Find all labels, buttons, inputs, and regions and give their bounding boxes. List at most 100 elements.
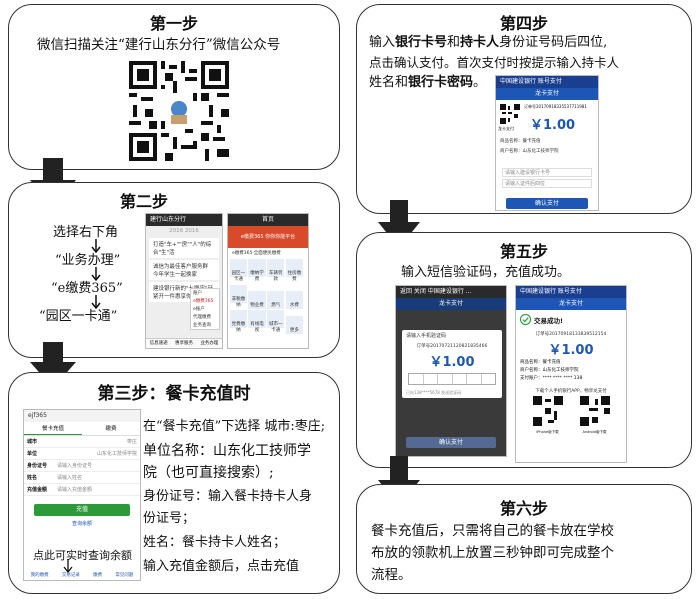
step4-line-1-text: 和 <box>447 35 461 50</box>
home-banner: e缴费365 你你你能平台 <box>228 226 308 248</box>
home-tile[interactable]: 有线电视 <box>248 310 266 333</box>
step4-line-3: 姓名和银行卡密码。 <box>369 73 486 93</box>
step1-qr-code <box>129 61 229 161</box>
form-row[interactable]: 身份证号请输入身份证号 <box>24 460 140 472</box>
small-arrow-down-icon <box>91 239 101 253</box>
balance-query-link[interactable]: 查询余额 <box>71 521 92 527</box>
step4-title: 第四步 <box>499 14 548 33</box>
detail-value: **** **** **** 138 <box>542 376 583 381</box>
form-footer-item[interactable]: 常见问题 <box>115 573 134 578</box>
home-tile[interactable]: 非税缴纳 <box>229 284 247 308</box>
tab-meal-recharge[interactable]: 餐卡充值 <box>24 422 82 435</box>
form-footer-item[interactable]: 交易记录 <box>61 573 80 578</box>
step3-box: 第三步：餐卡充值时 ejf365 餐卡充值 缴费 城市枣庄 单位山东化工技师学院… <box>8 372 340 594</box>
home-notice: e缴费365·全面便民缴费 <box>232 251 281 256</box>
chat-msg-2: 诚信为最佳客户服务群 今年学生一起换家 <box>149 260 219 280</box>
detail-value: 餐卡充值 <box>542 360 561 365</box>
home-tile[interactable]: 水费 <box>285 290 303 309</box>
form-row-value: 枣庄 <box>126 439 137 445</box>
step2-line-1: 选择右下角 <box>53 225 119 240</box>
step4-line-1-text: 输入 <box>369 35 396 50</box>
step4-line-1-bold: 持卡人 <box>460 35 500 50</box>
download-qr-codes: iPhone版下载 Android版下载 <box>516 396 626 435</box>
step6-line-2: 布放的领款机上放置三秒钟即可完成整个 <box>371 545 614 561</box>
step6-box: 第六步 餐卡充值后，只需将自己的餐卡放在学校 布放的领款机上放置三秒钟即可完成整… <box>356 484 692 594</box>
form-row-label: 充值金额 <box>27 487 48 493</box>
step4-line-3-text: 姓名和 <box>369 75 409 90</box>
confirm-pay-button[interactable]: 确认支付 <box>506 198 588 209</box>
chat-bottom-item[interactable]: 信息速递 <box>149 341 168 346</box>
step6-line-3: 流程。 <box>371 567 412 583</box>
home-tile[interactable]: 城市一卡通 <box>267 310 285 333</box>
step3-line-6: 姓名：餐卡持卡人姓名； <box>143 535 287 550</box>
download-prompt: 下载个人手机银行APP，畅享龙支付 <box>535 389 607 394</box>
download-qr-item[interactable]: Android版下载 <box>579 396 610 435</box>
recharge-button[interactable]: 充值 <box>34 504 130 516</box>
pay-merchant-label: 商品名称： <box>500 139 523 144</box>
qr-label: Android版下载 <box>582 430 607 434</box>
tab-payment[interactable]: 缴费 <box>105 426 117 432</box>
step3-line-4: 身份证号：输入餐卡持卡人身 <box>143 489 313 504</box>
back-close-link[interactable]: 返回 关闭 <box>400 288 426 295</box>
form-row[interactable]: 充值金额请输入充值金额 <box>24 484 140 496</box>
chat-menu-item[interactable]: 业务查询 <box>193 323 211 328</box>
qr-code-icon <box>579 396 610 426</box>
sms-code-input[interactable] <box>408 373 496 385</box>
success-amount: ￥1.00 <box>548 343 594 358</box>
home-tile[interactable]: 缴纳学费 <box>248 258 266 282</box>
form-row-value: 山东化工技师学院 <box>96 451 137 457</box>
home-header: 首页 <box>228 214 308 226</box>
form-footer-item[interactable]: 缴费 <box>93 573 103 578</box>
form-footer-item[interactable]: 我的缴费 <box>30 573 49 578</box>
sms-banner: 龙卡支付 <box>396 298 506 310</box>
small-arrow-down-icon <box>91 295 101 309</box>
chat-bottom-menu: 信息速递 惠享服务 业务办理 <box>146 338 222 348</box>
qr-label: iPhone版下载 <box>536 430 559 434</box>
success-order-number: 订单号20170918133839512154 <box>535 332 607 337</box>
home-tile[interactable]: 更多 <box>285 316 303 335</box>
chat-menu-item[interactable]: 代理缴费 <box>193 315 211 320</box>
form-row[interactable]: 单位山东化工技师学院 <box>24 448 140 460</box>
step4-line-3-text: 。 <box>473 75 487 90</box>
id-last4-input[interactable]: 请输入证件后四位 <box>502 179 592 188</box>
pay-order-number: 订单号20170918335537711981 <box>524 104 587 109</box>
qr-code-icon <box>500 104 520 124</box>
success-header: 中国建设银行 账号支付 <box>516 286 626 298</box>
qr-code-icon <box>532 396 563 426</box>
card-number-input[interactable]: 请输入建设银行卡号 <box>502 168 592 177</box>
chat-bottom-item[interactable]: 惠享服务 <box>174 341 193 346</box>
pay-header: 中国建设银行 账号支付 <box>496 76 598 88</box>
chat-bottom-item[interactable]: 业务办理 <box>200 341 219 346</box>
chat-sub: 2016 2016 <box>169 228 199 234</box>
home-tile[interactable]: 党费缴纳 <box>229 310 247 333</box>
step4-line-2: 点击确认支付。首次支付时按提示输入持卡人 <box>369 55 620 70</box>
form-header: ejf365 <box>24 410 140 422</box>
chat-menu-item[interactable]: e缴费365 <box>193 299 214 304</box>
arrow-down-icon <box>378 456 420 506</box>
home-tile[interactable]: 物业费 <box>248 290 266 309</box>
success-banner: 龙卡支付 <box>516 298 626 310</box>
pay-merchant-value: 餐卡充值 <box>522 139 541 144</box>
step5-desc: 输入短信验证码，充值成功。 <box>401 265 571 280</box>
sms-confirm-button[interactable]: 确认支付 <box>406 437 496 448</box>
step6-line-1: 餐卡充值后，只需将自己的餐卡放在学校 <box>371 523 614 539</box>
sms-hint: 已向138****5678 发送验证码 <box>406 390 462 395</box>
home-tile[interactable]: 住房缴费 <box>285 258 303 282</box>
home-tile[interactable]: 园区一卡通 <box>229 258 247 282</box>
step3-annotation: 点此可实时查询余额 <box>33 547 132 563</box>
home-tile[interactable]: 燃气 <box>267 290 285 309</box>
chat-menu-item[interactable]: 账户 <box>193 291 202 296</box>
form-row[interactable]: 姓名请输入姓名 <box>24 472 140 484</box>
download-qr-item[interactable]: iPhone版下载 <box>532 396 563 435</box>
step3-line-2: 单位名称：山东化工技师学 <box>143 443 311 459</box>
chat-menu-item[interactable]: e账户 <box>193 307 205 312</box>
success-status: 交易成功! <box>516 310 626 329</box>
step2-box: 第二步 选择右下角 “业务办理” “e缴费365” “园区一卡通” 建行山东分行… <box>8 182 340 358</box>
form-row[interactable]: 城市 枣庄 <box>24 436 140 448</box>
annotation-arrow-icon <box>63 559 73 573</box>
step4-line-1: 输入银行卡号和持卡人身份证号码后四位, <box>369 33 607 53</box>
home-tile[interactable]: 车辆罚款 <box>267 258 285 282</box>
form-row-label: 城市 <box>27 439 38 445</box>
arrow-down-icon <box>378 200 420 248</box>
step5-success-screen: 中国建设银行 账号支付 龙卡支付 交易成功! 订单号20170918133839… <box>515 285 627 463</box>
